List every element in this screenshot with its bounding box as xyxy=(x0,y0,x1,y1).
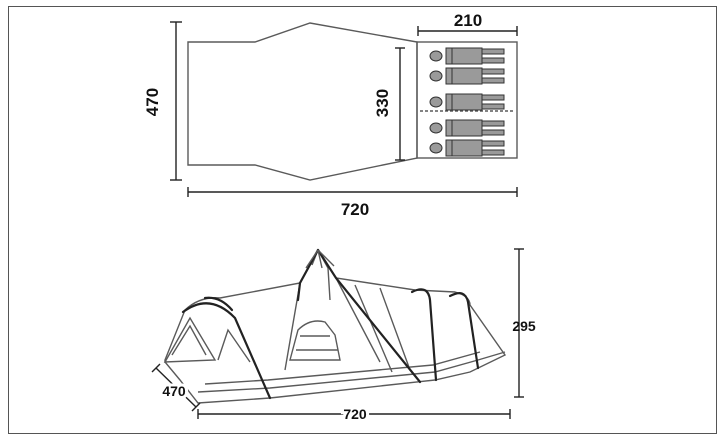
sleeping-figure xyxy=(429,67,505,85)
sleeping-figure xyxy=(429,119,505,137)
door-window xyxy=(289,320,341,361)
side-depth-dimension-line xyxy=(155,367,197,408)
width-label: 720 xyxy=(341,200,369,219)
tent-body-outline xyxy=(164,248,507,404)
rear-pole-1 xyxy=(410,288,438,382)
sleeping-figure xyxy=(429,47,505,65)
bedroom-outline xyxy=(416,41,518,159)
side-view: 295 720 470 xyxy=(151,248,536,425)
depth-label: 470 xyxy=(143,88,162,116)
rear-pole-2 xyxy=(448,291,480,370)
bedroom-depth-label: 330 xyxy=(373,89,392,117)
bedroom-width-label: 210 xyxy=(454,11,482,30)
floor-plan: 470 330 210 720 xyxy=(143,11,518,219)
height-label: 295 xyxy=(512,318,536,334)
side-depth-label: 470 xyxy=(162,383,186,399)
sleeping-figure xyxy=(429,139,505,157)
diagram-frame xyxy=(8,6,717,434)
length-label: 720 xyxy=(343,406,367,422)
tipi-pole-right xyxy=(316,248,422,384)
sleeping-figure xyxy=(429,93,505,111)
front-pole-2 xyxy=(203,296,234,312)
front-porch xyxy=(163,316,217,363)
front-pole xyxy=(181,302,272,400)
tipi-pole-left xyxy=(296,248,320,302)
sleeping-figures xyxy=(429,47,505,157)
